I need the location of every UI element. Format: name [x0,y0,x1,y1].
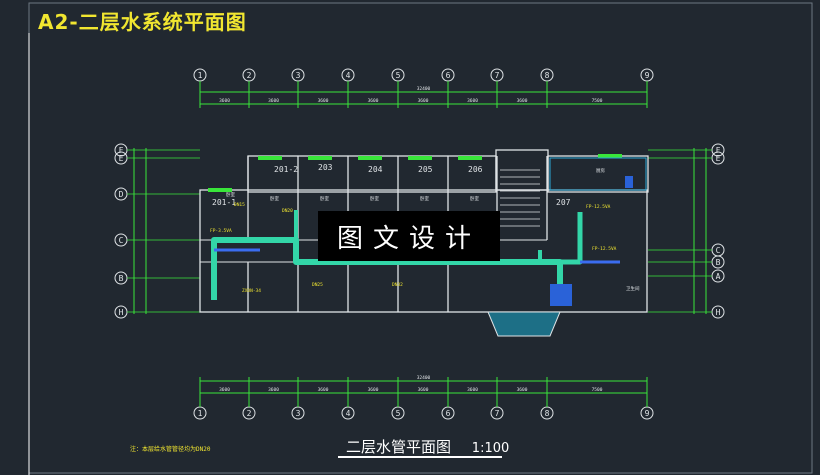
axis-left-F-label: F [119,146,124,155]
window-5 [208,188,232,192]
top-dim-total: 32400 [417,86,431,92]
top-dim-dim-7: 7500 [592,98,603,104]
axis-bottom-1-label: 1 [198,409,203,418]
axis-bottom-9-label: 9 [645,409,650,418]
window-1 [308,156,332,160]
plan-title-block: 二层水管平面图 1:100 [346,436,509,457]
top-dim-dim-2: 3600 [318,98,329,104]
axis-bottom-3-label: 3 [296,409,301,418]
valve-east [625,176,633,188]
window-6 [598,154,622,158]
axis-bottom-5-label: 5 [396,409,401,418]
pipe-label-6: ZXDN-34 [242,288,261,294]
axis-right-A-label: A [716,272,721,281]
room-name-2: 卧室 [370,195,379,202]
bottom-dim-dim-5: 3600 [467,387,478,393]
top-dim-dim-6: 3600 [517,98,528,104]
water-tank [550,284,572,306]
room-name-6: 厨房 [596,167,605,174]
plan-scale: 1:100 [471,441,510,456]
bottom-dim-dim-4: 3600 [418,387,429,393]
axis-bottom-2-label: 2 [247,409,252,418]
pipe-label-3: DN32 [392,282,403,288]
axis-top-4-label: 4 [346,71,351,80]
north-rooms-wall [247,155,497,193]
top-dim-dim-0: 3600 [219,98,230,104]
entrance-steps [487,311,561,337]
plan-title: 二层水管平面图 [346,438,452,456]
axis-top-7-label: 7 [495,71,500,80]
axis-left-B-label: B [119,274,124,283]
axis-top-9-label: 9 [645,71,650,80]
room-label-203: 203 [318,163,333,172]
plan-title-underline [338,456,502,458]
stair-top-wall [495,149,549,191]
top-dim-dim-1: 3600 [268,98,279,104]
room-name-5: 卧室 [226,191,235,198]
axis-right-E-label: E [716,154,721,163]
pipe-label-1: DN20 [282,208,293,214]
room-label-205: 205 [418,165,433,174]
axis-left-D-label: D [119,190,124,199]
room-name-0: 卧室 [270,195,279,202]
pipe-label-7: FP-12.5VA [592,246,617,252]
top-dim-dim-5: 3600 [467,98,478,104]
room-name-7: 卫生间 [626,285,640,292]
axis-right-C-label: C [716,246,721,255]
axis-left-C-label: C [119,236,124,245]
axis-top-8-label: 8 [545,71,550,80]
room-name-3: 卧室 [420,195,429,202]
bottom-dim-dim-2: 3600 [318,387,329,393]
pipe-label-5: FP-12.5VA [586,204,611,210]
bottom-dim-dim-7: 7500 [592,387,603,393]
top-dim-dim-3: 3600 [368,98,379,104]
plan-note: 注：本层给水管管径均为DN20 [130,446,211,453]
east-room-outline [549,157,647,191]
room-label-207: 207 [556,198,571,207]
bottom-dim-dim-6: 3600 [517,387,528,393]
axis-bottom-8-label: 8 [545,409,550,418]
axis-right-H-label: H [716,308,721,317]
window-0 [258,156,282,160]
room-label-204: 204 [368,165,383,174]
axis-top-6-label: 6 [446,71,451,80]
water-pipe-layer [211,176,633,306]
room-label-201-1: 201-1 [212,198,236,207]
watermark: 图文设计 [318,211,500,261]
axis-top-3-label: 3 [296,71,301,80]
room-label-201-2: 201-2 [274,165,298,174]
axis-bottom-7-label: 7 [495,409,500,418]
pipe-label-4: FP-3.5VA [210,228,232,234]
window-4 [458,156,482,160]
room-label-206: 206 [468,165,483,174]
room-name-4: 卧室 [470,195,479,202]
riser-pipe-east [560,212,583,265]
axis-top-1-label: 1 [198,71,203,80]
sheet-title: A2-二层水系统平面图 [38,10,247,34]
outer-wall-main [199,189,648,313]
axis-bottom-4-label: 4 [346,409,351,418]
window-3 [408,156,432,160]
bottom-dim-dim-1: 3600 [268,387,279,393]
axis-left-E-label: E [119,154,124,163]
window-2 [358,156,382,160]
axis-top-2-label: 2 [247,71,252,80]
pipe-label-2: DN25 [312,282,323,288]
dimension-layer: 1 1 2 2 3 3 4 4 5 5 6 6 7 7 8 8 9 9 3600 3600 3600 3600 3600 36… [114,68,725,420]
axis-bottom-6-label: 6 [446,409,451,418]
top-dim-dim-4: 3600 [418,98,429,104]
pipe-label-0: DN15 [234,202,245,208]
axis-top-5-label: 5 [396,71,401,80]
bottom-dim-dim-3: 3600 [368,387,379,393]
bottom-dim-dim-0: 3600 [219,387,230,393]
room-name-1: 卧室 [320,195,329,202]
axis-right-B-label: B [716,258,721,267]
axis-left-H-label: H [119,308,124,317]
axis-right-F-label: F [716,146,721,155]
bottom-dim-total: 32400 [417,375,431,381]
